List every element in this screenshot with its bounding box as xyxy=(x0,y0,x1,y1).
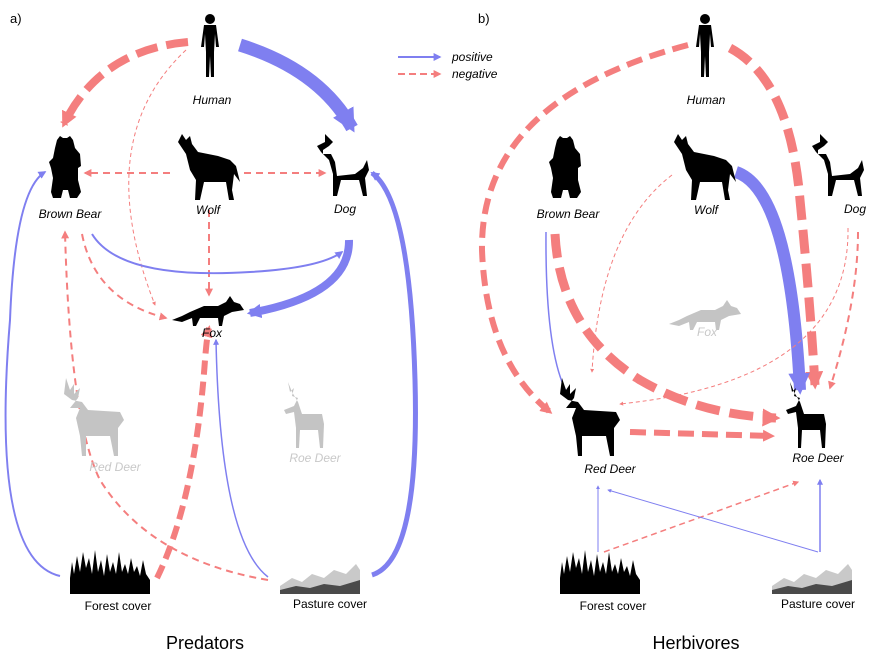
roe-deer-icon xyxy=(786,382,826,448)
legend: positive negative xyxy=(398,50,498,81)
edge-brownbear-fox xyxy=(81,233,168,321)
edge-dog-fox xyxy=(246,239,354,319)
brown-bear-icon xyxy=(549,136,581,198)
node-roedeer-b: Roe Deer xyxy=(786,382,845,465)
node-label-dog: Dog xyxy=(334,202,356,216)
pasture-icon xyxy=(280,564,360,594)
node-forest-b: Forest cover xyxy=(560,550,646,613)
node-reddeer-b: Red Deer xyxy=(560,378,637,476)
panel-predators: a) Human Brown Bear xyxy=(4,11,418,653)
node-label-pasture-cover: Pasture cover xyxy=(781,597,855,611)
node-forest-a: Forest cover xyxy=(70,550,151,613)
node-wolf-a: Wolf xyxy=(178,134,240,217)
edge-reddeer-roedeer xyxy=(629,429,775,442)
edge-human-brownbear xyxy=(60,38,189,128)
edge-human-dog xyxy=(238,38,358,133)
red-deer-icon xyxy=(560,378,620,456)
node-label-red-deer: Red Deer xyxy=(584,462,636,476)
wolf-icon xyxy=(674,134,736,200)
node-label-pasture-cover: Pasture cover xyxy=(293,597,367,611)
node-label-forest-cover: Forest cover xyxy=(580,599,647,613)
node-dog-a: Dog xyxy=(317,134,369,216)
node-human-b: Human xyxy=(687,14,726,107)
panel-b-letter: b) xyxy=(478,11,490,26)
node-roedeer-a-faded: Roe Deer xyxy=(284,382,342,465)
edge-pasture-fox xyxy=(213,338,269,578)
panel-b-edges xyxy=(478,42,859,553)
legend-positive-label: positive xyxy=(451,50,493,64)
node-pasture-b: Pasture cover xyxy=(772,564,855,611)
red-deer-icon xyxy=(64,378,124,456)
dog-icon xyxy=(317,134,369,196)
wolf-icon xyxy=(178,134,240,200)
edge-brownbear-dog xyxy=(91,233,344,275)
edge-pasture-reddeer xyxy=(607,488,819,553)
brown-bear-icon xyxy=(49,136,81,198)
node-label-fox-faded: Fox xyxy=(697,325,718,339)
node-label-brown-bear: Brown Bear xyxy=(39,207,103,221)
edge-wolf-roedeer xyxy=(733,166,810,395)
human-icon xyxy=(696,14,714,77)
node-pasture-a: Pasture cover xyxy=(280,564,367,611)
edge-dog-roedeer xyxy=(828,231,859,390)
legend-negative-label: negative xyxy=(452,67,498,81)
node-brownbear-a: Brown Bear xyxy=(39,136,103,221)
edge-brownbear-roedeer xyxy=(550,233,781,427)
node-label-wolf: Wolf xyxy=(694,203,720,217)
node-dog-b: Dog xyxy=(812,134,866,216)
node-brownbear-b: Brown Bear xyxy=(537,136,601,221)
node-label-fox: Fox xyxy=(202,326,223,340)
edge-human-reddeer xyxy=(478,42,689,415)
node-label-brown-bear: Brown Bear xyxy=(537,207,601,221)
fox-icon xyxy=(172,296,244,326)
node-label-roe-deer: Roe Deer xyxy=(792,451,844,465)
node-label-roe-deer-faded: Roe Deer xyxy=(289,451,341,465)
panel-a-letter: a) xyxy=(10,11,22,26)
human-icon xyxy=(201,14,219,77)
panel-b-caption: Herbivores xyxy=(652,633,739,653)
edge-wolf-reddeer xyxy=(590,174,673,373)
roe-deer-icon xyxy=(284,382,324,448)
node-label-wolf: Wolf xyxy=(196,203,222,217)
panel-a-edges xyxy=(4,38,418,581)
panel-herbivores: b) Human Brown Bear Wol xyxy=(478,11,866,653)
edge-human-fox xyxy=(128,49,187,306)
dog-icon xyxy=(812,134,864,196)
edge-forest-fox xyxy=(154,325,213,580)
node-human-a: Human xyxy=(193,14,232,107)
panel-a-caption: Predators xyxy=(166,633,244,653)
node-reddeer-a-faded: Red Deer xyxy=(64,378,142,474)
node-label-human: Human xyxy=(193,93,232,107)
edge-human-roedeer xyxy=(727,44,824,390)
node-wolf-b: Wolf xyxy=(674,134,736,217)
pasture-icon xyxy=(772,564,852,594)
node-fox-a: Fox xyxy=(172,296,244,340)
edge-pasture-dog xyxy=(370,170,418,578)
node-fox-b-faded: Fox xyxy=(669,300,741,339)
node-label-forest-cover: Forest cover xyxy=(85,599,152,613)
edge-forest-brownbear xyxy=(4,171,61,577)
edge-dog-reddeer xyxy=(619,227,849,406)
node-label-red-deer-faded: Red Deer xyxy=(89,460,141,474)
forest-icon xyxy=(560,550,640,594)
node-label-human: Human xyxy=(687,93,726,107)
forest-icon xyxy=(70,550,150,594)
node-label-dog: Dog xyxy=(844,202,866,216)
edge-pasture-brownbear xyxy=(61,230,269,581)
